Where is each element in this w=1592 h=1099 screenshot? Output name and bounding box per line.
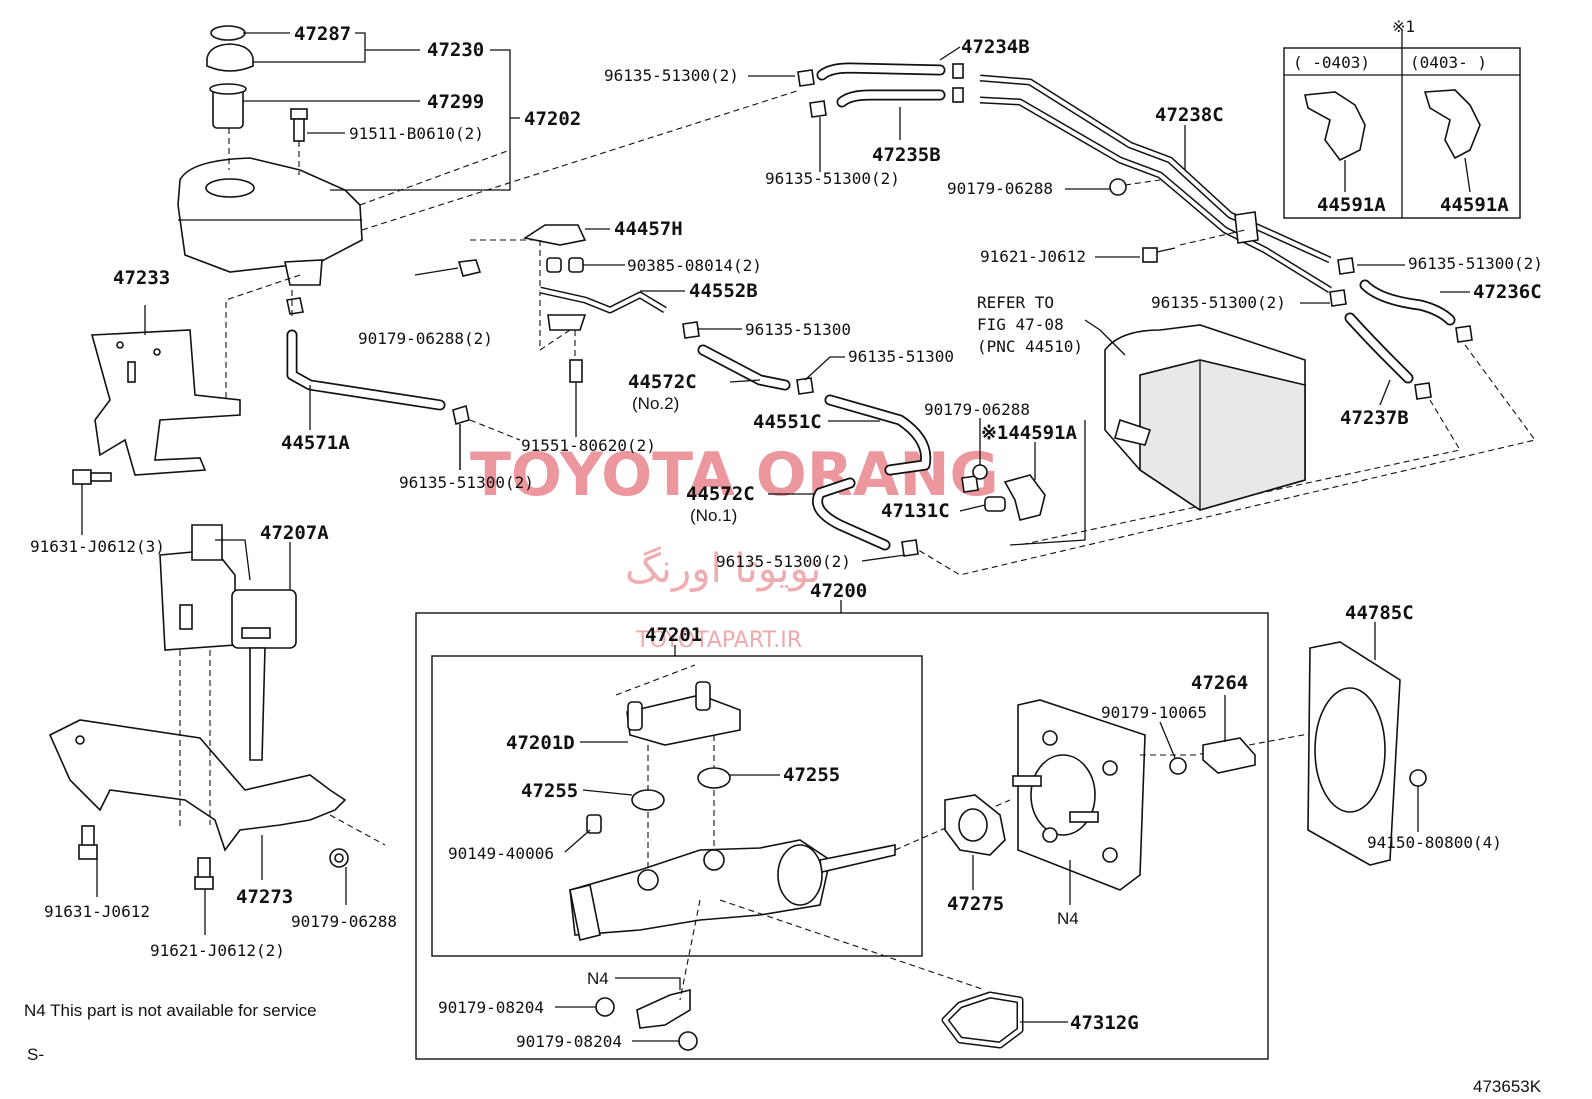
watermark-latin: TOYOTA ORANG xyxy=(470,440,999,510)
master-cylinder-box xyxy=(415,600,1427,1060)
master-cylinder-body xyxy=(569,839,831,936)
footnote: N4 This part is not available for servic… xyxy=(24,1001,317,1020)
label-44572C-no2-note: (No.2) xyxy=(632,394,679,413)
label-44572C-no1-note: (No.1) xyxy=(690,506,737,525)
section-prefix: S- xyxy=(27,1045,44,1064)
grommet-47255-left xyxy=(631,789,665,811)
label-96135-51300-g: 96135-51300(2) xyxy=(399,473,534,492)
label-96135-51300-h: 96135-51300(2) xyxy=(716,552,851,571)
label-90179-06288-c: 90179-06288 xyxy=(291,912,397,931)
inset-right-part: 44591A xyxy=(1440,194,1509,216)
label-47234B: 47234B xyxy=(961,36,1030,58)
label-91631-J0612-3: 91631-J0612(3) xyxy=(30,537,165,556)
label-90179-06288-b: 90179-06288 xyxy=(924,400,1030,419)
label-47255-right: 47255 xyxy=(783,764,840,786)
label-47287: 47287 xyxy=(294,23,351,45)
label-44571A: 44571A xyxy=(281,432,350,454)
label-47264: 47264 xyxy=(1191,672,1248,694)
label-47275: 47275 xyxy=(947,893,1004,915)
label-90149-40006: 90149-40006 xyxy=(448,844,554,863)
label-47273: 47273 xyxy=(236,886,293,908)
label-90385-08014: 90385-08014(2) xyxy=(627,256,762,275)
label-90179-06288-2: 90179-06288(2) xyxy=(358,329,493,348)
label-96135-51300-f: 96135-51300 xyxy=(848,347,954,366)
label-96135-51300-c: 96135-51300(2) xyxy=(1408,254,1543,273)
actuator-47207A xyxy=(159,524,297,761)
label-47201: 47201 xyxy=(645,624,702,646)
bracket-47233 xyxy=(72,305,241,535)
label-47238C: 47238C xyxy=(1155,104,1224,126)
middle-leaders xyxy=(414,228,1101,562)
label-47201D: 47201D xyxy=(506,732,575,754)
inset-left-part: 44591A xyxy=(1317,194,1386,216)
gasket-47287 xyxy=(210,25,246,41)
inset-left-header: ( -0403) xyxy=(1293,53,1370,72)
watermark: TOYOTA ORANG تویوتا اورنگ TOYOTAPART.IR xyxy=(470,440,999,653)
reservoir-assembly xyxy=(177,25,801,400)
label-N4-b: N4 xyxy=(1057,909,1079,928)
label-91511-B0610: 91511-B0610(2) xyxy=(349,124,484,143)
watermark-arabic: تویوتا اورنگ xyxy=(625,546,821,592)
label-90179-06288-a: 90179-06288 xyxy=(947,179,1053,198)
label-44572C-no1: 44572C xyxy=(686,483,755,505)
label-47236C: 47236C xyxy=(1473,281,1542,303)
label-47202: 47202 xyxy=(524,108,581,130)
label-47312G: 47312G xyxy=(1070,1012,1139,1034)
label-90179-10065: 90179-10065 xyxy=(1101,703,1207,722)
grommet-47255-right xyxy=(697,767,731,789)
label-44572C-no2: 44572C xyxy=(628,371,697,393)
label-47233: 47233 xyxy=(113,267,170,289)
label-144591A: ※144591A xyxy=(981,422,1078,444)
label-47237B: 47237B xyxy=(1340,407,1409,429)
refer-line-2: FIG 47-08 xyxy=(977,315,1064,334)
label-91621-J0612: 91621-J0612 xyxy=(980,247,1086,266)
label-91551-80620: 91551-80620(2) xyxy=(521,436,656,455)
middle-hoses xyxy=(457,224,1046,557)
bracket-44591A-late xyxy=(1423,89,1481,160)
reservoir-tank xyxy=(177,157,363,273)
label-47299: 47299 xyxy=(427,91,484,113)
refer-line-3: (PNC 44510) xyxy=(977,337,1083,356)
upper-pipes xyxy=(797,62,1536,576)
label-47235B: 47235B xyxy=(872,144,941,166)
inset-box: ※1 ( -0403) (0403- ) 44591A 44591A xyxy=(1283,17,1521,219)
master-cylinder-leaders xyxy=(555,622,1419,1042)
bolt-91631 xyxy=(72,469,92,485)
label-47255-left: 47255 xyxy=(521,780,578,802)
label-47207A: 47207A xyxy=(260,522,329,544)
label-94150-80800: 94150-80800(4) xyxy=(1367,833,1502,852)
hose-44571A xyxy=(286,329,470,470)
reservoir-leaders xyxy=(243,32,520,191)
reservoir-mount-47201D xyxy=(626,694,741,746)
abs-unit-reference xyxy=(1099,324,1306,511)
label-96135-51300-b: 96135-51300(2) xyxy=(765,169,900,188)
label-44551C: 44551C xyxy=(753,411,822,433)
label-90179-08204-b: 90179-08204 xyxy=(516,1032,622,1051)
label-N4-a: N4 xyxy=(587,969,609,988)
label-47200: 47200 xyxy=(810,580,867,602)
cap-47230 xyxy=(206,43,254,72)
refer-line-1: REFER TO xyxy=(977,293,1054,312)
inset-marker: ※1 xyxy=(1392,17,1415,36)
diagram-code: 473653K xyxy=(1473,1077,1542,1096)
watermark-url: TOYOTAPART.IR xyxy=(635,628,802,653)
label-47230: 47230 xyxy=(427,39,484,61)
bracket-47273 xyxy=(48,650,386,935)
label-44785C: 44785C xyxy=(1345,602,1414,624)
label-91621-J0612-2: 91621-J0612(2) xyxy=(150,941,285,960)
label-96135-51300-a: 96135-51300(2) xyxy=(604,66,739,85)
label-44457H: 44457H xyxy=(614,218,683,240)
label-91631-J0612: 91631-J0612 xyxy=(44,902,150,921)
upper-leaders xyxy=(748,46,1470,406)
label-96135-51300-e: 96135-51300 xyxy=(745,320,851,339)
label-96135-51300-d: 96135-51300(2) xyxy=(1151,293,1286,312)
label-90179-08204-a: 90179-08204 xyxy=(438,998,544,1017)
part-labels: 47287 47230 47299 47202 91511-B0610(2) 4… xyxy=(24,23,1543,1096)
bracket-44591A-early xyxy=(1304,91,1366,162)
label-44552B: 44552B xyxy=(689,280,758,302)
bolt-91511 xyxy=(290,108,308,120)
label-47131C: 47131C xyxy=(881,500,950,522)
inset-right-header: (0403- ) xyxy=(1410,53,1487,72)
